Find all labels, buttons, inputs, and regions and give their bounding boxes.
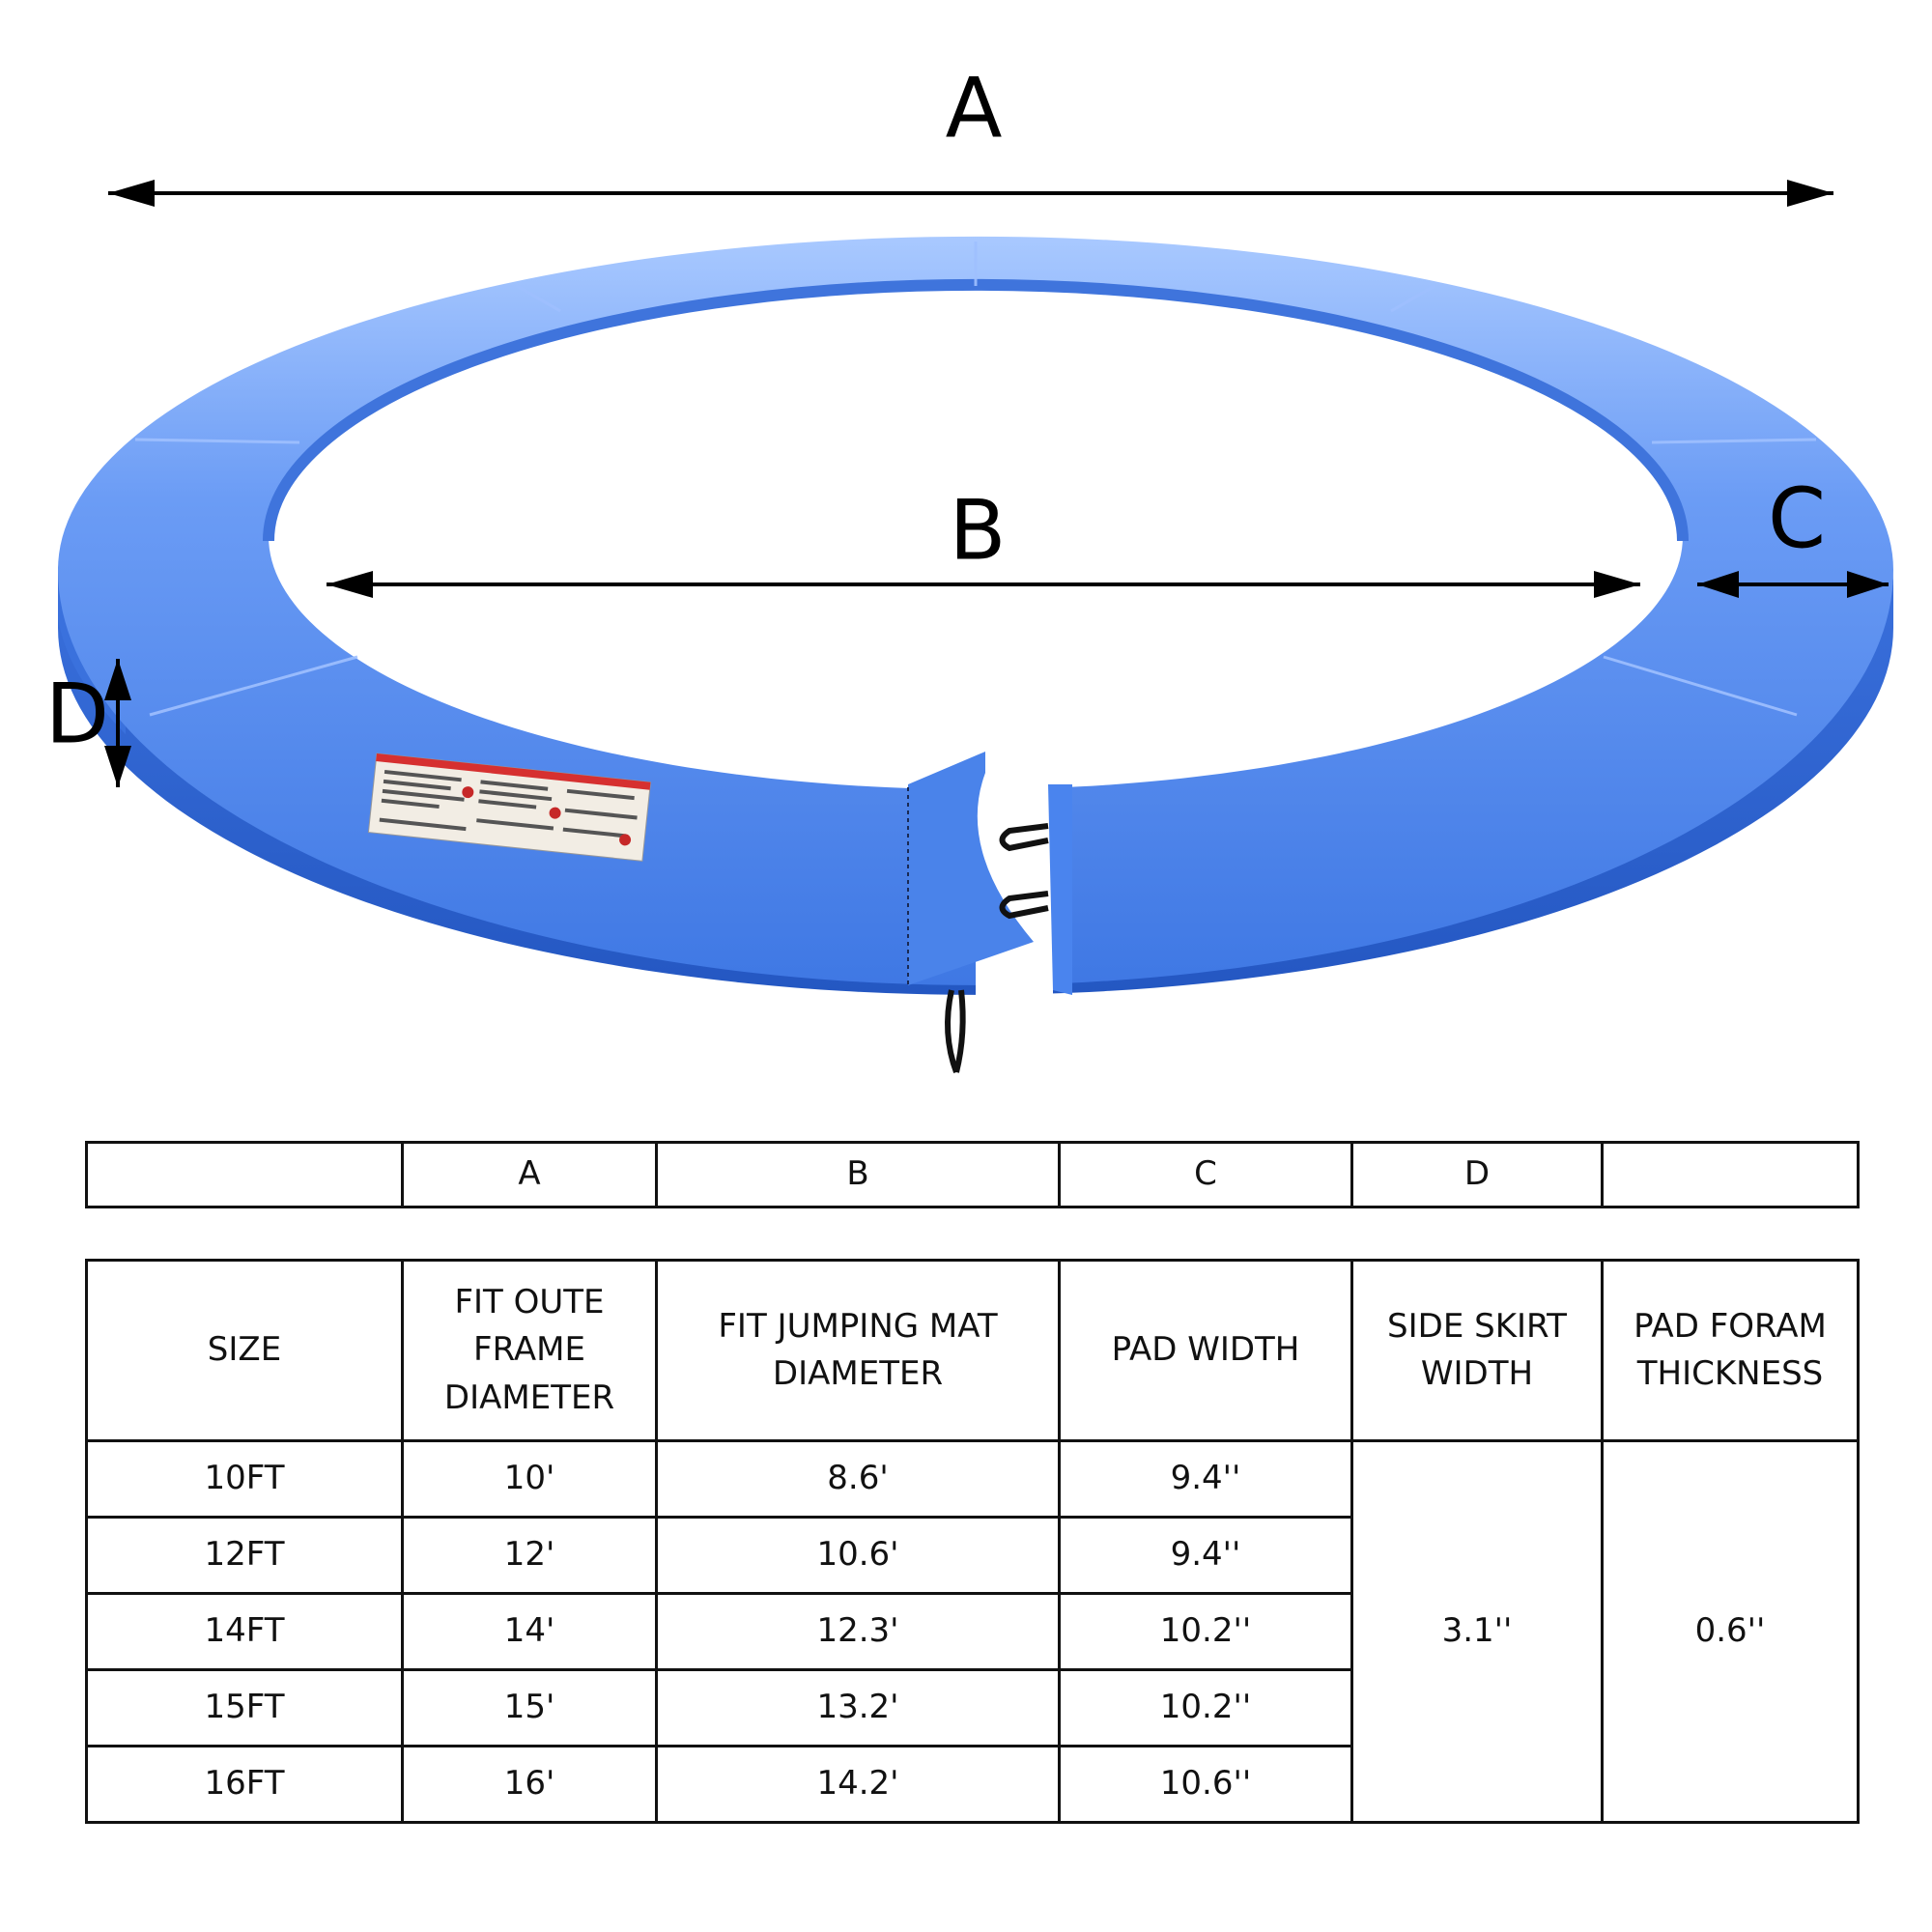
label-a: A — [946, 60, 1003, 156]
header-pad-width: PAD WIDTH — [1058, 1259, 1353, 1442]
pad-cut-end-right — [1048, 784, 1072, 995]
letter-cell: D — [1350, 1141, 1604, 1208]
cell-frame: 10' — [401, 1439, 658, 1519]
cell-frame: 16' — [401, 1745, 658, 1824]
label-b: B — [950, 482, 1007, 579]
header-size: SIZE — [85, 1259, 404, 1442]
cell-side-skirt-width: 3.1'' — [1350, 1439, 1604, 1824]
letter-cell — [85, 1141, 404, 1208]
cell-size: 16FT — [85, 1745, 404, 1824]
cell-pad-width: 9.4'' — [1058, 1439, 1353, 1519]
label-c: C — [1768, 470, 1826, 567]
cell-frame: 12' — [401, 1516, 658, 1595]
warning-label-icon — [367, 753, 651, 862]
header-pad-foam-thickness: PAD FORAM THICKNESS — [1601, 1259, 1860, 1442]
letter-cell: A — [401, 1141, 658, 1208]
letter-cell: C — [1058, 1141, 1353, 1208]
table-row: 15FT 15' 13.2' 10.2'' — [85, 1668, 1859, 1747]
size-spec-table: A B C D SIZE FIT OUTE FRAME DIAMETER FIT… — [85, 1141, 1860, 1824]
cell-mat: 13.2' — [655, 1668, 1061, 1747]
cell-pad-foam-thickness: 0.6'' — [1601, 1439, 1860, 1824]
header-mat-diameter: FIT JUMPING MAT DIAMETER — [655, 1259, 1061, 1442]
table-row: 12FT 12' 10.6' 9.4'' — [85, 1516, 1859, 1595]
cell-size: 14FT — [85, 1592, 404, 1671]
header-row: SIZE FIT OUTE FRAME DIAMETER FIT JUMPING… — [85, 1259, 1860, 1442]
cell-frame: 15' — [401, 1668, 658, 1747]
header-side-skirt-width: SIDE SKIRT WIDTH — [1350, 1259, 1604, 1442]
spacer-cell — [86, 1206, 1859, 1262]
spacer-row — [86, 1206, 1859, 1262]
cell-mat: 8.6' — [655, 1439, 1061, 1519]
cell-pad-width: 10.6'' — [1058, 1745, 1353, 1824]
table-row: 14FT 14' 12.3' 10.2'' — [85, 1592, 1859, 1671]
letter-cell: B — [655, 1141, 1061, 1208]
letter-cell — [1601, 1141, 1860, 1208]
letter-row: A B C D — [85, 1141, 1860, 1208]
table-row: 16FT 16' 14.2' 10.6'' — [85, 1745, 1859, 1824]
cell-pad-width: 10.2'' — [1058, 1592, 1353, 1671]
cell-mat: 12.3' — [655, 1592, 1061, 1671]
pad-cut-end-left — [908, 752, 1034, 985]
dimension-arrows — [104, 180, 1889, 787]
strap-icon — [945, 823, 1049, 1074]
cell-size: 12FT — [85, 1516, 404, 1595]
cell-pad-width: 10.2'' — [1058, 1668, 1353, 1747]
label-d: D — [45, 666, 109, 762]
pad-seams — [134, 242, 1817, 717]
cell-frame: 14' — [401, 1592, 658, 1671]
trampoline-pad-diagram: A B C D — [45, 60, 1893, 1074]
cell-mat: 14.2' — [655, 1745, 1061, 1824]
cell-size: 10FT — [85, 1439, 404, 1519]
header-frame-diameter: FIT OUTE FRAME DIAMETER — [401, 1259, 658, 1442]
cell-pad-width: 9.4'' — [1058, 1516, 1353, 1595]
cell-mat: 10.6' — [655, 1516, 1061, 1595]
table-row: 10FT 10' 8.6' 9.4'' 3.1'' 0.6'' — [85, 1439, 1860, 1824]
cell-size: 15FT — [85, 1668, 404, 1747]
